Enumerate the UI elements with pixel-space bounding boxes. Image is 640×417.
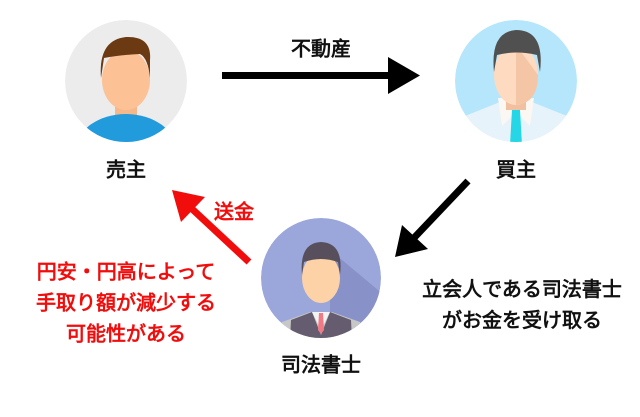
fx-risk-note: 円安・円高によって 手取り額が減少する 可能性がある bbox=[36, 257, 216, 350]
buyer-avatar bbox=[455, 20, 577, 142]
seller-label: 売主 bbox=[106, 157, 146, 182]
fx-risk-line: 円安・円高によって bbox=[36, 259, 216, 284]
escrow-note: 立会人である司法書士 がお金を受け取る bbox=[422, 274, 622, 336]
scrivener-avatar bbox=[261, 218, 381, 338]
escrow-line: 立会人である司法書士 bbox=[422, 277, 622, 301]
payment-to-scrivener-arrow bbox=[395, 178, 471, 257]
property-arrow bbox=[222, 57, 420, 94]
fx-risk-line: 可能性がある bbox=[66, 321, 186, 346]
escrow-line: がお金を受け取る bbox=[442, 308, 602, 332]
seller-avatar bbox=[65, 20, 187, 142]
fx-risk-line: 手取り額が減少する bbox=[36, 290, 216, 315]
remittance-edge-label: 送金 bbox=[214, 199, 254, 224]
scrivener-label: 司法書士 bbox=[281, 352, 361, 377]
remittance-arrow bbox=[172, 190, 252, 265]
property-edge-label: 不動産 bbox=[291, 36, 351, 61]
buyer-label: 買主 bbox=[496, 157, 536, 182]
